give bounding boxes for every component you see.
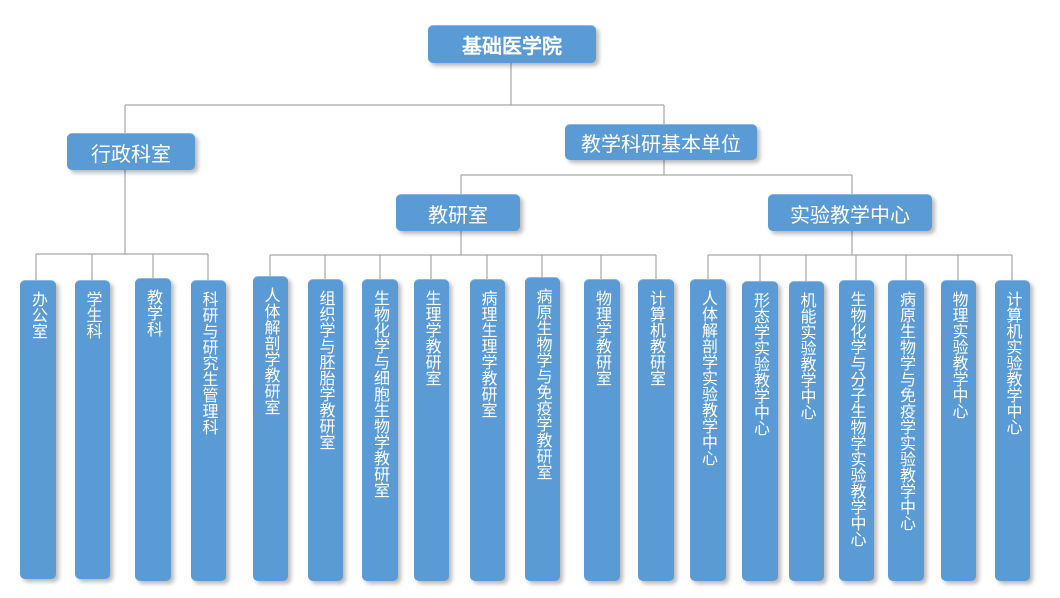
lab-unit-label: 病原生物学与免疫学实验教学中心 xyxy=(897,291,916,531)
jiaoyanshi-unit: 病理生理学教研室 xyxy=(470,279,505,581)
admin-label: 行政科室 xyxy=(91,141,171,166)
jiaoyanshi-unit-label: 病原生物学与免疫学教研室 xyxy=(533,288,553,480)
jiaoyanshi-unit-label: 生理学教研室 xyxy=(422,290,442,386)
root-label: 基础医学院 xyxy=(462,34,562,58)
jiaoyanshi-unit: 病原生物学与免疫学教研室 xyxy=(525,277,560,581)
admin-unit: 教学科 xyxy=(135,278,171,581)
lab-unit-label: 人体解剖学实验教学中心 xyxy=(699,290,718,466)
jiaoyanshi-unit-label: 人体解剖学教研室 xyxy=(261,287,281,415)
jiaoyanshi-unit: 物理学教研室 xyxy=(584,279,620,581)
admin-unit-label: 办公室 xyxy=(29,291,48,339)
lab-unit: 形态学实验教学中心 xyxy=(742,281,778,581)
jiaoyanshi-unit-label: 物理学教研室 xyxy=(593,290,612,386)
admin-unit: 科研与研究生管理科 xyxy=(191,280,226,581)
admin-unit-label: 学生科 xyxy=(83,291,103,339)
teaching-node: 教学科研基本单位 xyxy=(565,124,757,160)
jiaoyanshi-unit: 生物化学与细胞生物学教研室 xyxy=(362,279,398,581)
lab-unit: 生物化学与分子生物学实验教学中心 xyxy=(839,280,874,581)
admin-unit: 办公室 xyxy=(20,280,56,579)
lab-unit: 病原生物学与免疫学实验教学中心 xyxy=(888,280,924,581)
jiaoyanshi-unit: 计算机教研室 xyxy=(638,279,674,581)
admin-unit-label: 科研与研究生管理科 xyxy=(199,291,219,435)
teaching-label: 教学科研基本单位 xyxy=(581,132,741,156)
lab-unit-label: 计算机实验教学中心 xyxy=(1003,291,1023,435)
jiaoyanshi-unit-label: 生物化学与细胞生物学教研室 xyxy=(371,290,390,498)
lab-center-node: 实验教学中心 xyxy=(768,194,932,231)
jiaoyanshi-label: 教研室 xyxy=(428,202,488,227)
jiaoyanshi-unit-label: 计算机教研室 xyxy=(647,290,666,386)
jiaoyanshi-unit-label: 病理生理学教研室 xyxy=(478,290,498,418)
root-node: 基础医学院 xyxy=(428,25,596,63)
lab-unit: 物理实验教学中心 xyxy=(941,280,976,581)
admin-unit-label: 教学科 xyxy=(144,289,163,337)
lab-unit: 人体解剖学实验教学中心 xyxy=(690,279,726,581)
lab-unit: 计算机实验教学中心 xyxy=(995,280,1030,581)
lab-unit-label: 机能实验教学中心 xyxy=(797,292,817,420)
lab-unit-label: 生物化学与分子生物学实验教学中心 xyxy=(847,291,867,547)
jiaoyanshi-unit-label: 组织学与胚胎学教研室 xyxy=(316,290,336,450)
jiaoyanshi-unit: 组织学与胚胎学教研室 xyxy=(308,279,343,581)
lab-unit-label: 物理实验教学中心 xyxy=(949,291,969,419)
lab-center-label: 实验教学中心 xyxy=(790,202,910,227)
admin-unit: 学生科 xyxy=(75,280,110,579)
jiaoyanshi-unit: 人体解剖学教研室 xyxy=(253,276,288,581)
lab-unit-label: 形态学实验教学中心 xyxy=(751,292,770,436)
admin-node: 行政科室 xyxy=(67,133,195,170)
jiaoyanshi-node: 教研室 xyxy=(396,194,520,231)
lab-unit: 机能实验教学中心 xyxy=(789,281,824,581)
jiaoyanshi-unit: 生理学教研室 xyxy=(414,279,449,581)
